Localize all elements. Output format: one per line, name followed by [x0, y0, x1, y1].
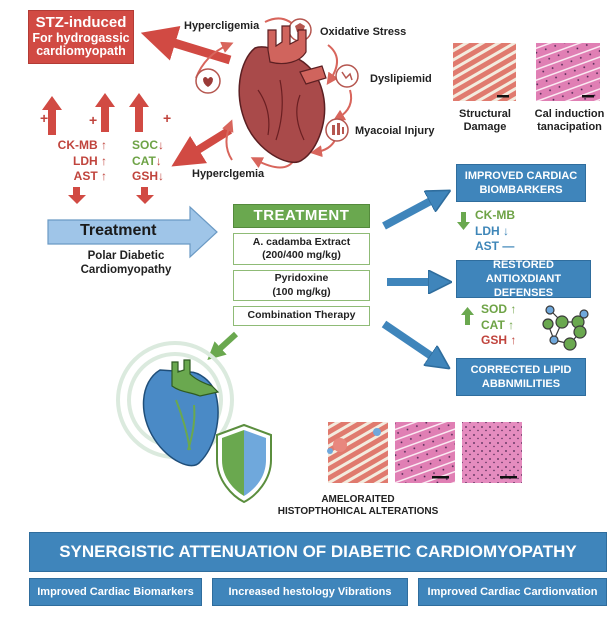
- outcome-antioxidant-defenses: RESTORED ANTIOXDIANT DEFENSES: [456, 259, 591, 299]
- treatment-item-pyridoxine: Pyridoxine (100 mg/kg): [233, 270, 370, 301]
- disease-cardiac-markers: CK-MB ↑ LDH ↑ AST ↑: [52, 138, 107, 185]
- label-hyperglycemia-top: Hypercligemia: [184, 20, 260, 32]
- marker-ast: AST ↑: [73, 169, 107, 184]
- caption-cal-induction: Cal induction tanacipation: [534, 108, 605, 134]
- histology-structural-damage: [453, 43, 516, 101]
- treatment-arrow-shape: [47, 205, 218, 259]
- plus-sign: +: [89, 112, 98, 128]
- outcome-marker-ast: AST —: [475, 239, 515, 254]
- outcome-marker-ckmb: CK-MB: [475, 208, 515, 222]
- histology-cal-induction: [536, 43, 600, 101]
- label-dyslipidemia: Dyslipiemid: [370, 73, 432, 85]
- treatment-header: TREATMENT: [233, 204, 370, 228]
- treatment-arrow-label: Treatment: [80, 222, 157, 239]
- diseased-heart-illustration: [238, 25, 327, 164]
- caption-structural-damage: Structural Damage: [459, 108, 511, 134]
- stz-title: STZ-induced: [35, 14, 127, 31]
- arrow-to-stz: [140, 26, 232, 65]
- disease-antioxidant-markers: SOC↓ CAT↓ GSH↓: [132, 138, 177, 185]
- conclusion-item-cardionvation: Improved Cardiac Cardionvation: [418, 578, 607, 606]
- conclusion-item-biomarkers: Improved Cardiac Biomarkers: [29, 578, 202, 606]
- plus-sign: +: [40, 110, 49, 126]
- outcome-marker-ldh: LDH ↓: [475, 223, 510, 238]
- label-hyperglycemia-bottom: Hyperclgemia: [192, 168, 265, 180]
- label-myocardial-injury: Myacoial Injury: [355, 125, 435, 137]
- outcome-marker-cat: CAT ↑: [481, 317, 515, 332]
- histology-bottom-3: [462, 422, 522, 483]
- marker-down-arrows: [68, 187, 154, 204]
- marker-cat: CAT↓: [132, 153, 162, 168]
- treatment-item-combination: Combination Therapy: [233, 306, 370, 326]
- conclusion-banner: SYNERGISTIC ATTENUATION OF DIABETIC CARD…: [29, 532, 607, 572]
- arrow-to-outcome-3: [381, 320, 440, 362]
- outcome-marker-gsh: GSH ↑: [481, 333, 517, 348]
- stz-induced-box: STZ-induced For hydrogassic cardiomyopat…: [28, 10, 134, 64]
- treatment-item-cadamba: A. cadamba Extract (200/400 mg/kg): [233, 233, 370, 265]
- outcome-cardiac-biomarkers: IMPROVED CARDIAC BIOMBARKERS: [456, 164, 586, 202]
- treatment-arrow-caption: Polar Diabetic Cardiomyopathy: [80, 250, 172, 277]
- arrow-to-healthy-heart: [207, 331, 239, 361]
- marker-ldh: LDH ↑: [72, 153, 107, 168]
- marker-gsh: GSH↓: [132, 169, 165, 184]
- conclusion-item-histology: Increased hestology Vibrations: [212, 578, 408, 606]
- outcome-antioxidant-markers: SOD ↑ CAT ↑ GSH ↑: [481, 302, 516, 349]
- stz-subtitle-1: For hydrogassic: [32, 30, 130, 45]
- caption-ameliorated-histopathology: AMELORAITED HISTOPTHOHICAL ALTERATIONS: [277, 494, 439, 517]
- histology-bottom-2: [395, 422, 455, 483]
- marker-soc: SOC↓: [132, 138, 165, 152]
- outcome-marker-sod: SOD ↑: [481, 302, 517, 316]
- arrow-to-outcome-1: [382, 196, 440, 230]
- stz-subtitle-2: cardiomyopath: [36, 44, 126, 59]
- plus-sign: +: [163, 110, 172, 126]
- molecule-network-icon: [542, 305, 589, 351]
- marker-ckmb: CK-MB ↑: [57, 138, 107, 152]
- outcome-lipid-abnormalities: CORRECTED LIPID ABBNMILITIES: [456, 358, 586, 396]
- outcome-cardiac-markers: CK-MB LDH ↓ AST —: [475, 208, 515, 255]
- green-down-arrow: [457, 212, 470, 230]
- label-oxidative-stress: Oxidative Stress: [320, 26, 407, 38]
- shield-icon: [216, 423, 272, 504]
- marker-up-arrows: [42, 93, 149, 135]
- healthy-heart-illustration: [116, 341, 234, 467]
- green-up-arrow: [461, 307, 474, 325]
- arrow-to-markers: [171, 126, 233, 167]
